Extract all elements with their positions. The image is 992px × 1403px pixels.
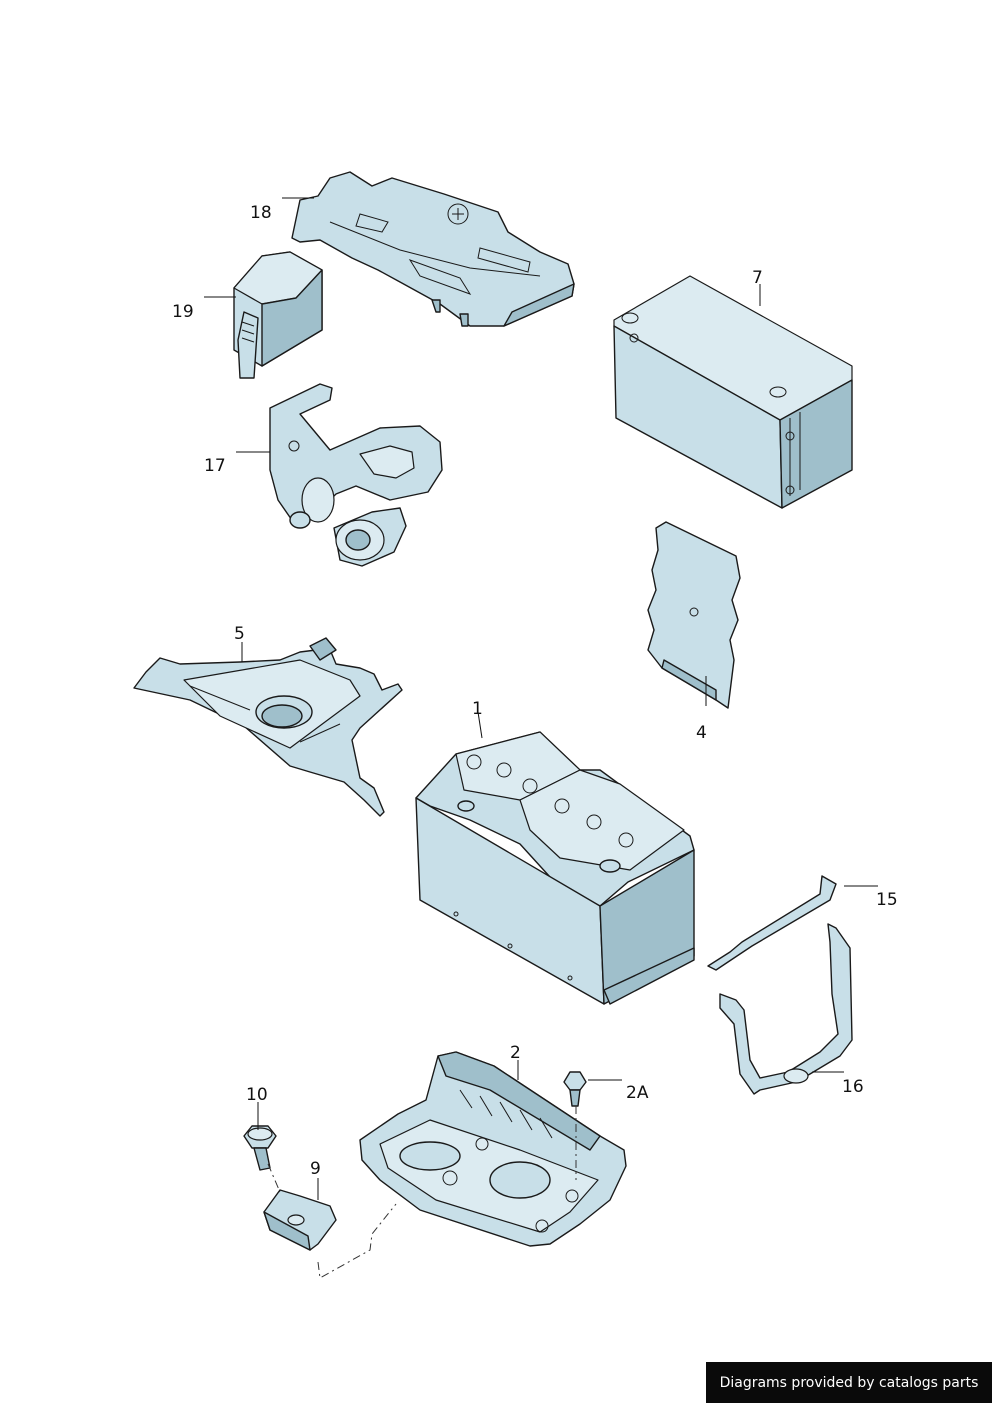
part-18-battery-cover[interactable] [291,171,575,327]
part-17-cable-clamp[interactable] [269,383,443,567]
callout-16: 16 [842,1077,864,1097]
part-4-battery-plate[interactable] [647,521,741,709]
part-2a-bolt[interactable] [563,1071,587,1107]
callout-7: 7 [752,268,763,288]
callout-1: 1 [472,699,483,719]
part-5-mounting-bracket[interactable] [133,637,403,817]
part-1-battery[interactable] [415,731,695,1005]
callout-10: 10 [246,1085,268,1105]
part-7-battery-insulation[interactable] [613,275,853,509]
assembly-line [317,1203,397,1279]
callout-4: 4 [696,723,707,743]
callout-2a: 2A [626,1083,649,1103]
callout-15: 15 [876,890,898,910]
callout-17: 17 [204,456,226,476]
part-9-clamp[interactable] [263,1189,337,1251]
part-10-bolt[interactable] [243,1125,277,1171]
part-16-holding-strap[interactable] [719,923,853,1095]
callout-18: 18 [250,203,272,223]
callout-19: 19 [172,302,194,322]
part-2-battery-tray[interactable] [359,1051,627,1247]
leader-lines [204,197,878,1200]
callout-5: 5 [234,624,245,644]
callout-2: 2 [510,1043,521,1063]
credit-banner: Diagrams provided by catalogs parts [706,1362,992,1403]
part-15-retaining-strap[interactable] [707,875,837,971]
part-19-terminal-cap[interactable] [233,251,323,379]
assembly-line [267,1163,281,1193]
callout-9: 9 [310,1159,321,1179]
